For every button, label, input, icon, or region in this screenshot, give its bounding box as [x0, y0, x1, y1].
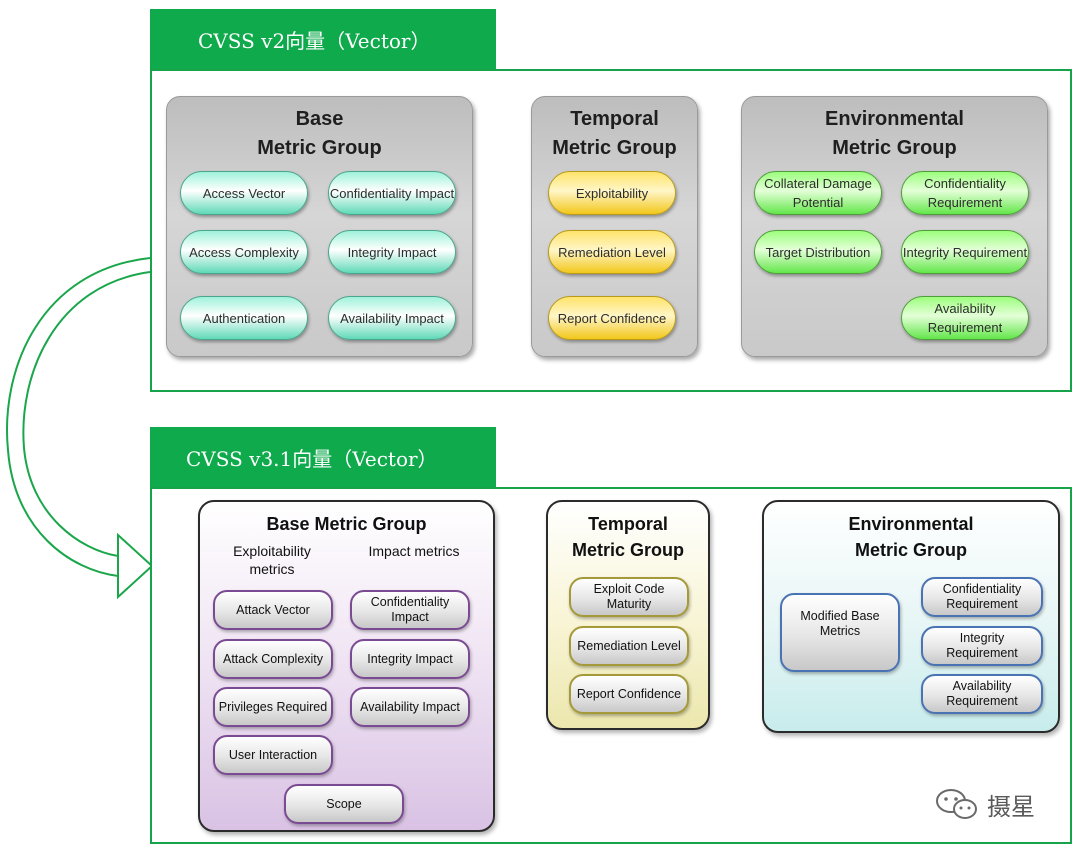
- transition-arrow-head: [117, 532, 154, 600]
- v2-header-text: CVSS v2向量（Vector）: [198, 28, 431, 53]
- v2-temporal-title-line2: Metric Group: [552, 137, 677, 159]
- v2-remediation-level: Remediation Level: [548, 230, 676, 274]
- v2-authentication: Authentication: [180, 296, 308, 340]
- v31-remediation-level: Remediation Level: [569, 626, 689, 666]
- v31-confidentiality-requirement: Confidentiality Requirement: [921, 577, 1043, 617]
- v31-modified-base-metrics: Modified Base Metrics: [780, 593, 900, 672]
- watermark: 摄星: [935, 786, 1055, 822]
- v2-target-distribution: Target Distribution: [754, 230, 882, 274]
- v2-availability-requirement: Availability Requirement: [901, 296, 1029, 340]
- v31-temporal-metric-group: Temporal Metric Group Exploit Code Matur…: [546, 500, 710, 730]
- v31-exploitability-subtitle: Exploitability metrics: [233, 543, 311, 577]
- v31-environmental-title-line1: Environmental: [848, 514, 974, 534]
- v31-attack-complexity: Attack Complexity: [213, 639, 333, 679]
- v31-environmental-title-line2: Metric Group: [854, 540, 967, 560]
- v2-temporal-metric-group: Temporal Metric Group Exploitability Rem…: [531, 96, 698, 357]
- v31-integrity-requirement: Integrity Requirement: [921, 626, 1043, 666]
- v31-base-metric-group: Base Metric Group Exploitability metrics…: [198, 500, 495, 832]
- v2-environmental-title-line1: Environmental: [825, 108, 964, 130]
- v2-exploitability: Exploitability: [548, 171, 676, 215]
- v2-environmental-title-line2: Metric Group: [832, 137, 957, 159]
- v31-temporal-title-line1: Temporal: [588, 514, 668, 534]
- v2-base-metric-group: Base Metric Group Access Vector Confiden…: [166, 96, 473, 357]
- v31-availability-impact: Availability Impact: [350, 687, 470, 727]
- v2-base-title-line1: Base: [295, 108, 344, 130]
- v31-scope: Scope: [284, 784, 404, 824]
- v2-confidentiality-requirement: Confidentiality Requirement: [901, 171, 1029, 215]
- v31-availability-requirement: Availability Requirement: [921, 674, 1043, 714]
- v31-base-title: Base Metric Group: [266, 514, 427, 534]
- v31-header-text: CVSS v3.1向量（Vector）: [186, 446, 438, 471]
- v31-impact-subtitle: Impact metrics: [368, 543, 460, 559]
- v31-report-confidence: Report Confidence: [569, 674, 689, 714]
- v2-integrity-requirement: Integrity Requirement: [901, 230, 1029, 274]
- v31-temporal-title-line2: Metric Group: [571, 540, 684, 560]
- v31-attack-vector: Attack Vector: [213, 590, 333, 630]
- v2-collateral-damage-potential: Collateral Damage Potential: [754, 171, 882, 215]
- wechat-icon: [936, 789, 977, 819]
- v31-privileges-required: Privileges Required: [213, 687, 333, 727]
- v31-confidentiality-impact: Confidentiality Impact: [350, 590, 470, 630]
- v2-access-vector: Access Vector: [180, 171, 308, 215]
- watermark-text: 摄星: [987, 793, 1035, 821]
- v2-environmental-metric-group: Environmental Metric Group Collateral Da…: [741, 96, 1048, 357]
- v31-user-interaction: User Interaction: [213, 735, 333, 775]
- transition-arrow-inner: [22, 271, 151, 557]
- v2-confidentiality-impact: Confidentiality Impact: [328, 171, 456, 215]
- v2-report-confidence: Report Confidence: [548, 296, 676, 340]
- v2-availability-impact: Availability Impact: [328, 296, 456, 340]
- transition-arrow: [6, 257, 154, 600]
- v31-integrity-impact: Integrity Impact: [350, 639, 470, 679]
- v31-section-header: CVSS v3.1向量（Vector）: [150, 427, 496, 487]
- v2-integrity-impact: Integrity Impact: [328, 230, 456, 274]
- v31-environmental-metric-group: Environmental Metric Group Modified Base…: [762, 500, 1060, 733]
- v31-exploit-code-maturity: Exploit Code Maturity: [569, 577, 689, 617]
- transition-arrow-outer: [6, 257, 151, 577]
- v2-section-header: CVSS v2向量（Vector）: [150, 9, 496, 69]
- v2-base-title-line2: Metric Group: [257, 137, 382, 159]
- v2-temporal-title-line1: Temporal: [570, 108, 659, 130]
- v2-access-complexity: Access Complexity: [180, 230, 308, 274]
